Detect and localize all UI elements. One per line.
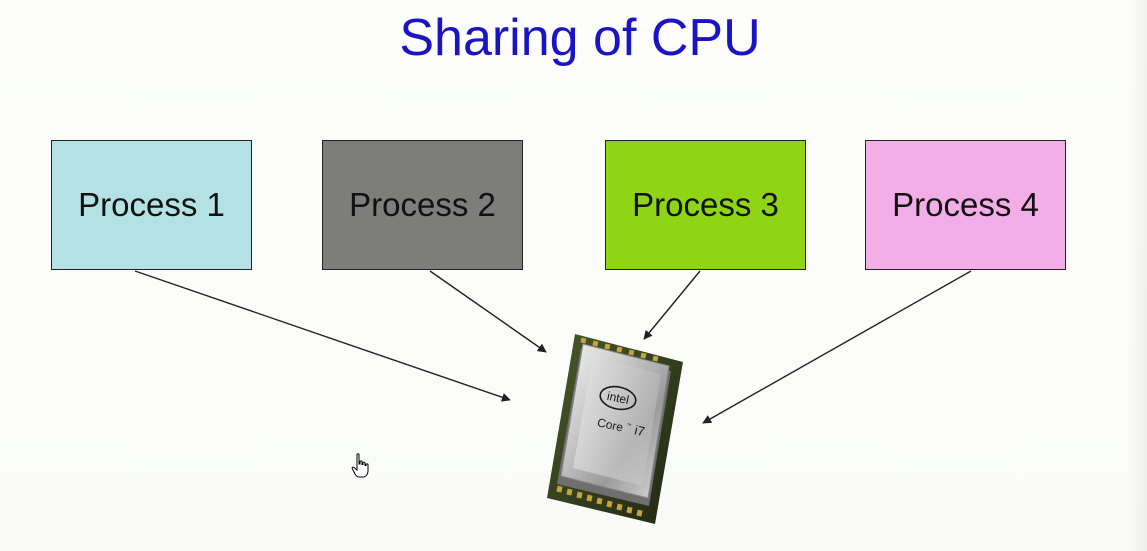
process-3-label: Process 3 [632, 186, 779, 223]
cpu-chip-icon: intel Core ™ i7 [547, 334, 683, 524]
process-1-label: Process 1 [78, 186, 225, 223]
hand-pointer-cursor-icon [351, 453, 369, 478]
arrow-process-1-to-cpu [134, 270, 511, 402]
process-2-label: Process 2 [349, 186, 496, 223]
process-2-box: Process 2 [322, 140, 523, 270]
cpu-brand-text: intel [606, 389, 630, 407]
process-3-box: Process 3 [605, 140, 806, 270]
cpu-trademark-text: ™ [626, 422, 632, 429]
process-4-label: Process 4 [892, 186, 1039, 223]
process-4-box: Process 4 [865, 140, 1066, 270]
cpu-variant-text: i7 [633, 422, 646, 439]
slide-title: Sharing of CPU [399, 9, 761, 67]
arrow-process-4-to-cpu [702, 270, 972, 424]
arrow-process-2-to-cpu [429, 270, 547, 353]
process-1-box: Process 1 [51, 140, 252, 270]
cpu-model-text: Core [596, 415, 625, 434]
slide-edge-shade [1129, 0, 1147, 551]
